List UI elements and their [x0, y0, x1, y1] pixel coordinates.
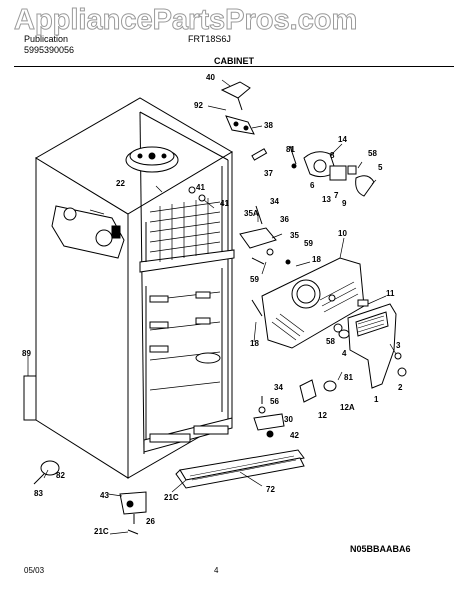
- callout-18: 18: [250, 339, 259, 348]
- callout-81: 81: [344, 373, 353, 382]
- callout-42: 42: [290, 431, 299, 440]
- callout-22: 22: [116, 179, 125, 188]
- callout-12: 12: [318, 411, 327, 420]
- callout-82: 82: [56, 471, 65, 480]
- callout-58: 58: [368, 149, 377, 158]
- model-number: FRT18S6J: [188, 34, 231, 44]
- toe-grille: [175, 449, 305, 489]
- evaporator-cover: [261, 257, 365, 349]
- callout-30: 30: [284, 415, 293, 424]
- callout-92: 92: [194, 101, 203, 110]
- callout-9: 9: [342, 199, 347, 208]
- lower-parts: [253, 379, 337, 438]
- callout-4: 4: [342, 349, 347, 358]
- footer-date: 05/03: [24, 566, 45, 575]
- callout-2: 2: [398, 383, 403, 392]
- callout-41: 41: [196, 183, 205, 192]
- callout-58: 58: [326, 337, 335, 346]
- callout-21C: 21C: [94, 527, 109, 536]
- callout-3: 3: [396, 341, 401, 350]
- callout-21C: 21C: [164, 493, 179, 502]
- callout-81: 81: [286, 145, 295, 154]
- bottom-left-parts: [33, 460, 147, 535]
- center-small-parts: [239, 205, 291, 317]
- publication-label: Publication: [24, 34, 69, 44]
- callout-59: 59: [304, 239, 313, 248]
- callout-89: 89: [22, 349, 31, 358]
- leader-lines: [27, 79, 397, 535]
- callout-7: 7: [334, 191, 339, 200]
- callout-11: 11: [386, 289, 395, 298]
- callout-35: 35: [290, 231, 299, 240]
- callout-34: 34: [270, 197, 279, 206]
- header-rule: [14, 66, 454, 67]
- callout-35A: 35A: [244, 209, 259, 218]
- callout-36: 36: [280, 215, 289, 224]
- callout-12A: 12A: [340, 403, 355, 412]
- footer-page-number: 4: [214, 566, 219, 575]
- callout-6: 6: [310, 181, 315, 190]
- callout-43: 43: [100, 491, 109, 500]
- top-hinge-assembly: [188, 81, 268, 202]
- callout-37: 37: [264, 169, 273, 178]
- callout-26: 26: [146, 517, 155, 526]
- callout-14: 14: [338, 135, 347, 144]
- callout-56: 56: [270, 397, 279, 406]
- callout-41: 41: [220, 199, 229, 208]
- callout-5: 5: [378, 163, 383, 172]
- callout-72: 72: [266, 485, 275, 494]
- callout-1: 1: [374, 395, 379, 404]
- callout-10: 10: [338, 229, 347, 238]
- callout-59: 59: [250, 275, 259, 284]
- callout-8: 8: [330, 151, 335, 160]
- callout-83: 83: [34, 489, 43, 498]
- section-title: CABINET: [214, 56, 254, 66]
- callout-34: 34: [274, 383, 283, 392]
- diagram-code: N05BBAABA6: [350, 544, 411, 554]
- watermark: AppliancePartsPros.com: [13, 4, 358, 37]
- callout-40: 40: [206, 73, 215, 82]
- control-housing: [338, 299, 407, 389]
- publication-number: 5995390056: [24, 45, 75, 55]
- cabinet-body: [23, 97, 235, 479]
- callout-38: 38: [264, 121, 273, 130]
- callout-18: 18: [312, 255, 321, 264]
- callout-13: 13: [322, 195, 331, 204]
- damper-control-assembly: [289, 145, 375, 197]
